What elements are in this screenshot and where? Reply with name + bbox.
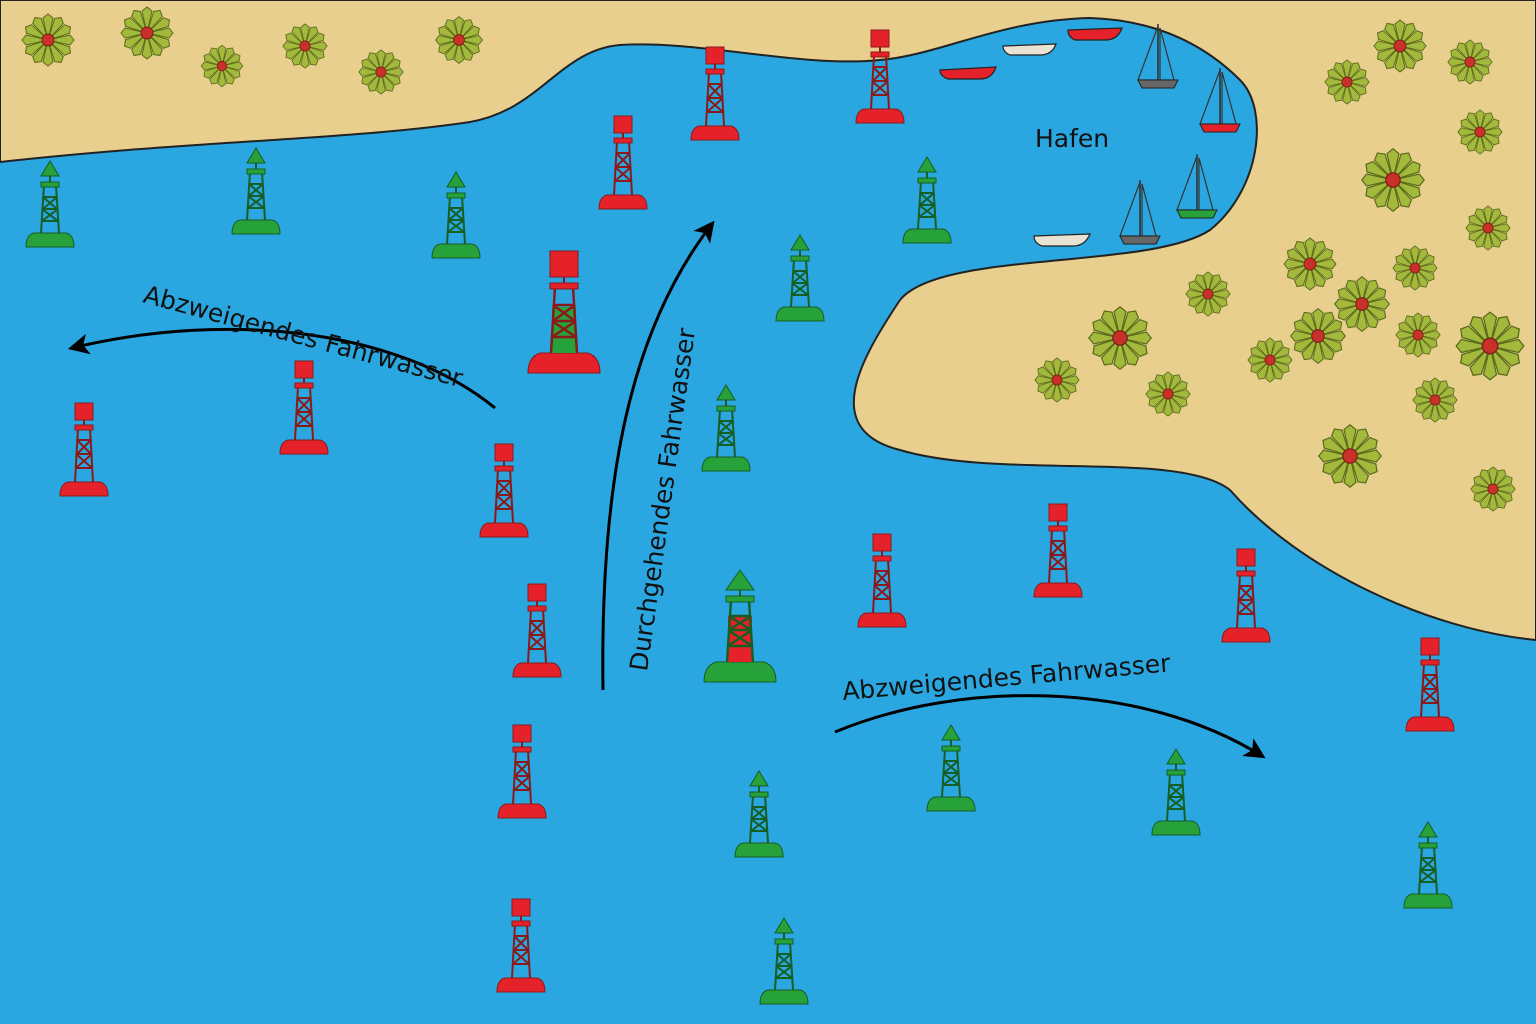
sailboat-icon — [1176, 153, 1218, 219]
rowboat-icon — [939, 66, 997, 80]
harbor-label: Hafen — [1035, 124, 1109, 153]
sailboat-icon — [1119, 179, 1161, 245]
sailboat-icon — [1137, 23, 1179, 89]
rowboat-icon — [1033, 233, 1091, 247]
branch-left-arrow — [67, 327, 496, 410]
rowboat-icon — [1067, 27, 1123, 41]
bifurcation-buoy-green-icon — [703, 569, 777, 683]
sailboat-icon — [1199, 67, 1241, 133]
boats — [939, 23, 1241, 247]
bifurcation-buoy-red-icon — [527, 250, 601, 374]
main-channel-arrow — [601, 220, 715, 691]
rowboat-icon — [1002, 43, 1057, 56]
branch-right-arrow — [834, 694, 1266, 759]
shoreline-land — [0, 0, 1536, 642]
